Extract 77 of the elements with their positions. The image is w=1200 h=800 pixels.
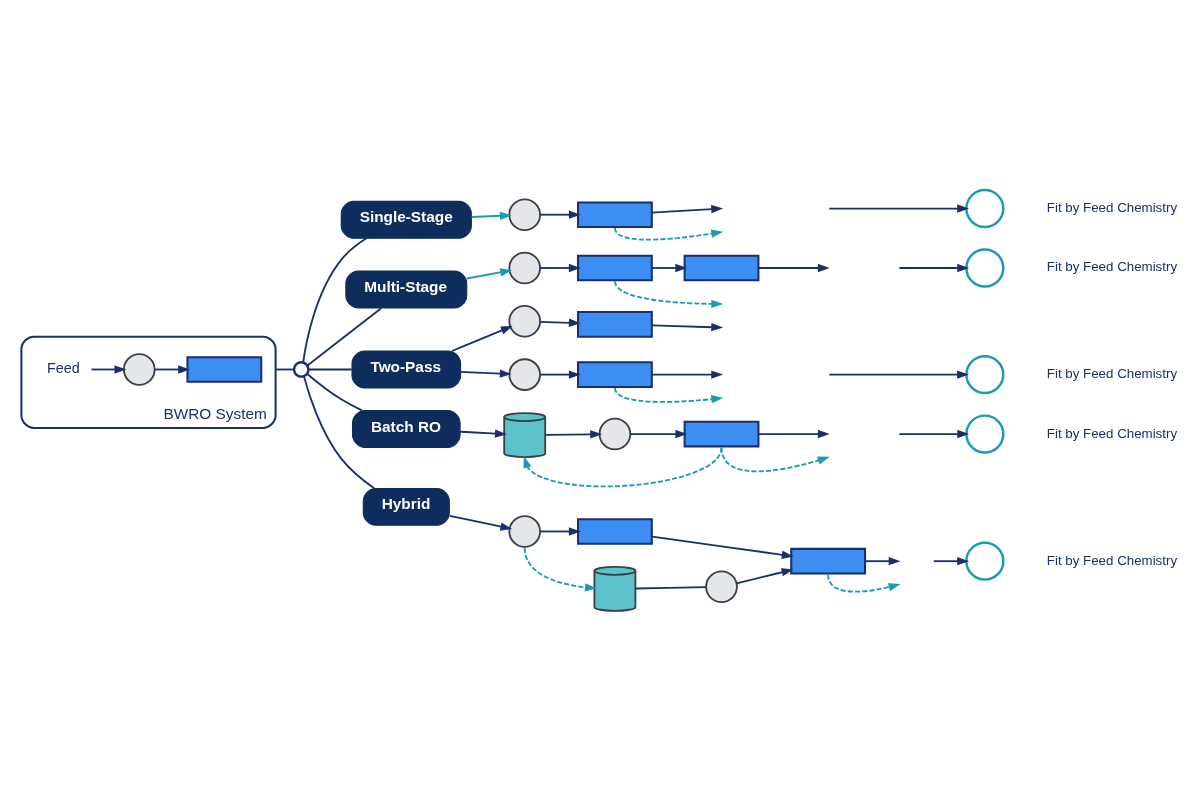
node-box [576, 254, 653, 281]
node-circle [964, 247, 1005, 288]
node-circle [964, 354, 1005, 394]
arrow [650, 263, 687, 272]
node-box: Batch RO [351, 409, 461, 448]
arrow [450, 325, 513, 352]
arrow [827, 369, 969, 379]
connector [301, 236, 367, 363]
node-circle [122, 352, 156, 386]
arrow [827, 203, 969, 213]
arrow [465, 267, 512, 279]
node-box [789, 547, 866, 574]
node-circle [507, 197, 541, 231]
node-circle [964, 413, 1005, 454]
node-box [576, 360, 653, 388]
node-text: Feed [46, 359, 80, 376]
arrow [543, 429, 602, 439]
arrow [448, 514, 512, 531]
node-circle [292, 360, 310, 378]
arrow [90, 364, 126, 374]
connector [306, 306, 382, 366]
node-circle [598, 417, 631, 450]
node-box [576, 200, 653, 228]
arrow [470, 211, 512, 220]
arrow [897, 429, 969, 438]
connector [305, 372, 363, 411]
arrow [522, 445, 722, 487]
node-box [576, 517, 653, 545]
node-circle [704, 570, 738, 603]
arrow [863, 556, 901, 565]
arrow [613, 226, 723, 240]
arrow [650, 535, 794, 559]
node-label: Fit by Feed Chemistry [1046, 425, 1177, 441]
node-box [576, 310, 653, 338]
node-box [683, 420, 759, 447]
arrow [826, 573, 900, 593]
arrow [153, 364, 190, 374]
connector [634, 585, 707, 589]
node-label: Fit by Feed Chemistry [1046, 199, 1177, 215]
connector [302, 375, 375, 489]
arrow [458, 428, 507, 438]
node-box: Two-Pass [350, 350, 461, 388]
arrow [538, 318, 581, 327]
arrow [757, 263, 830, 272]
node-circle [507, 251, 541, 284]
arrow [538, 263, 581, 272]
arrow [757, 429, 830, 438]
arrow [538, 210, 581, 219]
arrow [613, 386, 723, 403]
arrow [735, 567, 793, 584]
arrow [650, 204, 723, 213]
node-circle [964, 541, 1005, 581]
node-circle [507, 357, 541, 391]
arrow [613, 279, 723, 308]
node-circle [507, 514, 541, 548]
connector [307, 368, 353, 370]
node-circle [507, 304, 541, 338]
arrow [650, 322, 723, 331]
node-label: Fit by Feed Chemistry [1046, 258, 1177, 274]
node-box: Multi-Stage [344, 270, 467, 308]
arrow [538, 526, 581, 536]
node-box: Hybrid [362, 487, 450, 526]
node-label: Fit by Feed Chemistry [1046, 552, 1177, 568]
arrow [629, 429, 687, 438]
arrow [897, 263, 969, 272]
arrow [538, 369, 581, 379]
arrow [932, 556, 969, 565]
node-box [683, 254, 759, 281]
node-circle [964, 188, 1005, 228]
node-box: Single-Stage [340, 200, 472, 239]
connector [274, 368, 295, 370]
arrow [720, 445, 830, 472]
node-box [185, 355, 262, 383]
arrow [459, 368, 512, 378]
arrow [523, 546, 597, 591]
node-label: Fit by Feed Chemistry [1046, 365, 1177, 381]
arrow [650, 369, 723, 379]
